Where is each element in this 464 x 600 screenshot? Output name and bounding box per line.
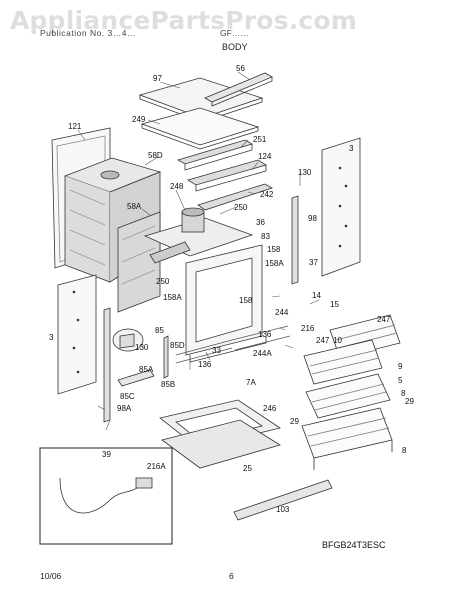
callout-242: 242 xyxy=(260,190,274,199)
insulation-part xyxy=(140,107,260,150)
kick-panel-part xyxy=(233,479,333,521)
callout-3-left: 3 xyxy=(49,333,54,342)
side-panel-lower-left xyxy=(57,274,97,395)
callout-85A: 85A xyxy=(139,365,154,374)
callout-136-upper: 136 xyxy=(258,330,272,339)
callout-10: 10 xyxy=(333,336,342,345)
callout-29-left: 29 xyxy=(290,417,299,426)
callout-85C: 85C xyxy=(120,392,135,401)
callout-158A-upper: 158A xyxy=(265,259,284,268)
oven-bottom-tray xyxy=(161,419,281,469)
oven-rack-lower xyxy=(305,373,391,419)
vertical-bracket-right xyxy=(291,195,299,285)
callout-124: 124 xyxy=(258,152,272,161)
callout-85: 85 xyxy=(155,326,164,335)
callout-247-lower: 247 xyxy=(316,336,330,345)
callout-103: 103 xyxy=(276,505,290,514)
callout-33: 33 xyxy=(212,346,221,355)
callout-250-lower: 250 xyxy=(156,277,170,286)
callout-39: 39 xyxy=(102,450,111,459)
callout-leader-lines xyxy=(77,71,320,431)
callout-158-upper: 158 xyxy=(267,245,281,254)
callout-244: 244 xyxy=(275,308,289,317)
callout-5: 5 xyxy=(398,376,403,385)
callout-216A: 216A xyxy=(147,462,166,471)
model-number: GF…… xyxy=(220,28,249,38)
callout-244A: 244A xyxy=(253,349,272,358)
callout-98A-left: 98A xyxy=(117,404,132,413)
vent-duct-part xyxy=(176,139,273,211)
callout-158A-lower: 158A xyxy=(163,293,182,302)
callout-8-upper: 8 xyxy=(401,389,406,398)
callout-15: 15 xyxy=(330,300,339,309)
door-frame-parts xyxy=(175,325,291,364)
model-code: BFGB24T3ESC xyxy=(322,540,386,550)
callout-250-top: 250 xyxy=(234,203,248,212)
callout-158-lower: 158 xyxy=(239,296,253,305)
oven-rack-middle xyxy=(303,339,383,385)
callout-56: 56 xyxy=(236,64,245,73)
top-rail-part xyxy=(204,72,273,107)
callout-58D: 58D xyxy=(148,151,163,160)
callout-97: 97 xyxy=(153,74,162,83)
wiring-inset-box xyxy=(39,447,173,545)
callout-7A: 7A xyxy=(246,378,256,387)
callout-3-right: 3 xyxy=(349,144,354,153)
callout-36: 36 xyxy=(256,218,265,227)
footer-date: 10/06 xyxy=(40,571,62,581)
callout-130-lower: 130 xyxy=(135,343,149,352)
callout-251: 251 xyxy=(253,135,267,144)
callout-8-lower: 8 xyxy=(402,446,407,455)
oven-rack-bottom xyxy=(301,407,393,470)
section-title: BODY xyxy=(222,42,248,52)
side-panel-right xyxy=(321,137,361,277)
oven-front-frame xyxy=(185,244,267,363)
callout-249: 249 xyxy=(132,115,146,124)
callout-14: 14 xyxy=(312,291,321,300)
blower-assembly xyxy=(143,207,254,264)
callout-130-top: 130 xyxy=(298,168,312,177)
vertical-bracket-left xyxy=(103,307,111,423)
callout-58A: 58A xyxy=(127,202,142,211)
callout-83: 83 xyxy=(261,232,270,241)
callout-246: 246 xyxy=(263,404,277,413)
hinge-detail-part xyxy=(112,328,144,352)
callout-121: 121 xyxy=(68,122,82,131)
callout-85B: 85B xyxy=(161,380,176,389)
callout-247-upper: 247 xyxy=(377,315,391,324)
callout-29-right: 29 xyxy=(405,397,414,406)
callout-136-lower: 136 xyxy=(198,360,212,369)
footer-page-number: 6 xyxy=(229,571,234,581)
callout-216: 216 xyxy=(301,324,315,333)
callout-9: 9 xyxy=(398,362,403,371)
callout-248: 248 xyxy=(170,182,184,191)
publication-number: Publication No. 3…4… xyxy=(40,28,136,38)
callout-98-right: 98 xyxy=(308,214,317,223)
heating-element-part xyxy=(117,335,169,387)
callout-37: 37 xyxy=(309,258,318,267)
rear-insulation-part xyxy=(117,211,161,313)
callout-25: 25 xyxy=(243,464,252,473)
callout-85D: 85D xyxy=(170,341,185,350)
